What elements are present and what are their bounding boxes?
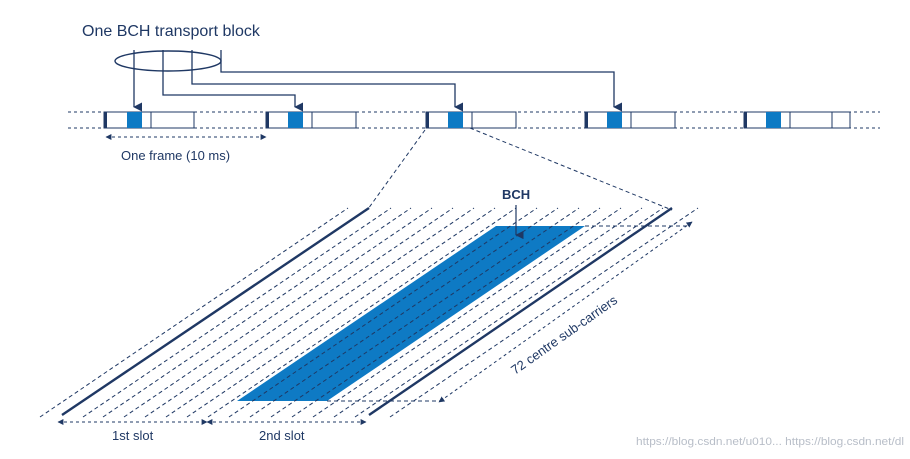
zoom-projection-lines	[367, 127, 673, 211]
bch-label: BCH	[502, 187, 530, 202]
slot-boundary-left	[61, 207, 370, 416]
frame-duration-label: One frame (10 ms)	[121, 148, 230, 163]
subcarriers-dimension-arrow	[438, 221, 693, 403]
frame-4	[584, 111, 676, 129]
frame-1	[103, 111, 195, 129]
bch-block-frame-1	[127, 112, 142, 128]
slot-2-label: 2nd slot	[259, 428, 305, 443]
watermark-text: https://blog.csdn.net/u010... https://bl…	[636, 436, 904, 448]
connector-frame-4	[220, 50, 623, 112]
frame-3	[425, 111, 517, 129]
frame-timeline	[68, 111, 880, 129]
frame-2	[265, 111, 357, 129]
subcarriers-label: 72 centre sub-carriers	[508, 292, 620, 377]
transport-block-label: One BCH transport block	[82, 23, 261, 40]
bch-region	[237, 226, 585, 401]
transport-block-ellipse	[114, 50, 222, 72]
bch-block-frame-4	[607, 112, 622, 128]
connector-frame-2	[162, 50, 304, 112]
frame-5	[743, 111, 851, 129]
bch-block-frame-3	[448, 112, 463, 128]
connector-frame-3	[191, 50, 464, 112]
transport-block-connectors	[133, 50, 623, 112]
bch-block-frame-5	[766, 112, 781, 128]
bch-block-frame-2	[288, 112, 303, 128]
slot-boundaries	[61, 207, 673, 416]
slot-1-label: 1st slot	[112, 428, 154, 443]
